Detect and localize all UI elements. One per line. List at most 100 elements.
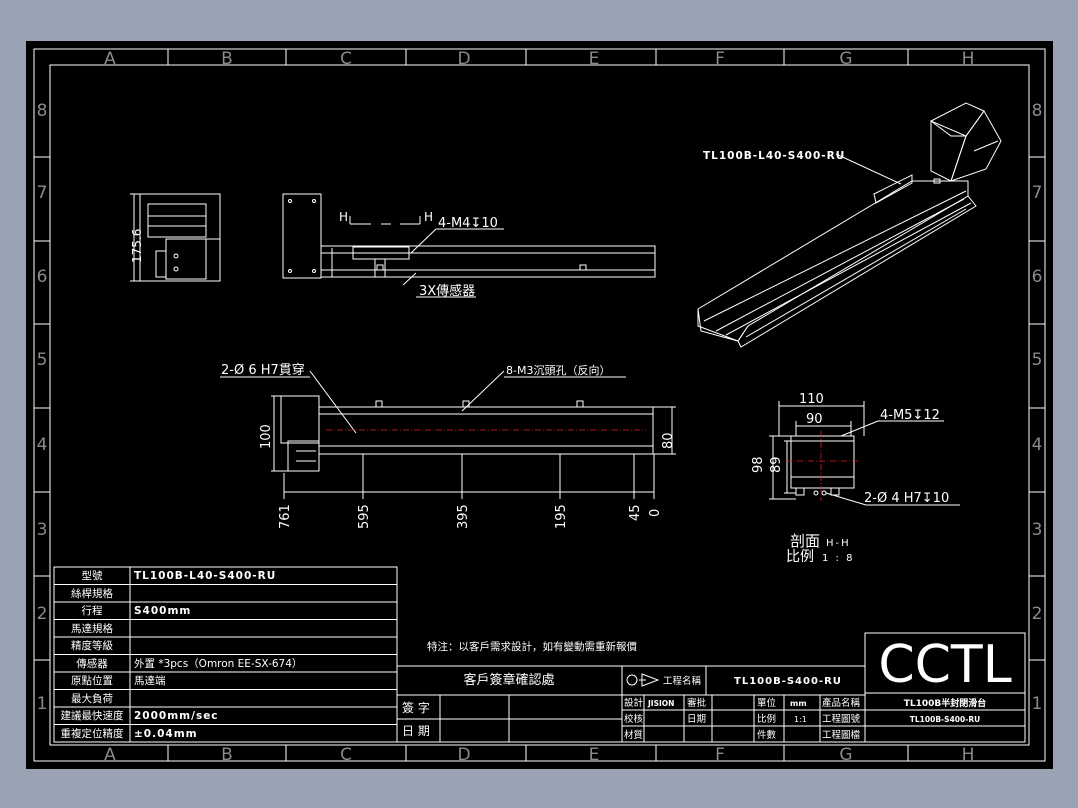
grid-col-bottom-f: F xyxy=(715,745,725,765)
approval-date-label: 日 期 xyxy=(402,724,430,738)
tb-scale-label: 比例 xyxy=(757,713,776,725)
outer-border xyxy=(33,48,1046,762)
section-scale-label: 比例 xyxy=(786,549,814,565)
section-mark xyxy=(349,216,421,225)
spec-label-origin: 原點位置 xyxy=(71,674,113,687)
grid-row-right-4: 4 xyxy=(1032,435,1043,455)
approval-sign-label: 簽 字 xyxy=(402,700,430,715)
tb-design-label: 設計 xyxy=(624,697,644,709)
grid-col-bottom-c: C xyxy=(340,745,352,765)
section-view[interactable] xyxy=(769,401,960,506)
cctl-logo: CCTL xyxy=(878,635,1011,695)
side-dim-height: 175.6 xyxy=(130,229,144,263)
spec-table[interactable] xyxy=(53,566,398,743)
grid-row-left-7: 7 xyxy=(37,183,48,203)
spec-rows: 型號 TL100B-L40-S400-RU 絲桿規格 行程 S400mm 馬達規… xyxy=(61,569,303,740)
grid-labels: A B C D E F G H A B C D E F G H 8 7 6 5 … xyxy=(37,49,1043,765)
front-dim-height-left: 100 xyxy=(259,424,274,449)
spec-value-stroke: S400mm xyxy=(134,605,191,617)
pos-761: 761 xyxy=(278,504,293,529)
title-block[interactable] xyxy=(621,632,1026,743)
grid-col-bottom-b: B xyxy=(221,745,233,765)
spec-value-speed: 2000mm/sec xyxy=(134,710,219,722)
title-block-text: 工程名稱 TL100B-S400-RU 設計 JISION 審批 單位 mm 產… xyxy=(624,675,986,741)
tb-design-value: JISION xyxy=(647,699,674,708)
section-bottom-callout: 2-Ø 4 H7↧10 xyxy=(864,491,949,506)
top-view[interactable] xyxy=(282,193,656,286)
tb-check-label: 校核 xyxy=(624,713,644,725)
grid-col-top-b: B xyxy=(221,49,233,69)
side-view[interactable] xyxy=(130,193,221,282)
spec-label-model: 型號 xyxy=(82,569,103,582)
grid-col-top-e: E xyxy=(589,49,600,69)
grid-row-left-6: 6 xyxy=(37,267,48,287)
section-mark-left: H xyxy=(339,210,348,224)
approval-title: 客戶簽章確認處 xyxy=(463,672,554,688)
spec-label-sensor: 傳感器 xyxy=(76,657,108,670)
section-dim-height-outer: 98 xyxy=(751,456,766,473)
tb-material-label: 材質 xyxy=(624,729,643,741)
grid-col-bottom-e: E xyxy=(589,745,600,765)
tb-scale-value: 1:1 xyxy=(794,715,807,724)
tb-drawing-no-label: 工程圖號 xyxy=(822,713,861,725)
grid-col-top-f: F xyxy=(715,49,725,69)
grid-row-right-6: 6 xyxy=(1032,267,1043,287)
screw-callout: 8-M3沉頭孔（反向） xyxy=(506,363,610,377)
tb-project-name-value: TL100B-S400-RU xyxy=(734,676,842,687)
inner-border xyxy=(49,64,1030,746)
grid-col-top-a: A xyxy=(104,49,116,69)
pos-45: 45 xyxy=(628,504,643,521)
cad-drawing: A B C D E F G H A B C D E F G H 8 7 6 5 … xyxy=(33,48,1046,765)
iso-view[interactable] xyxy=(697,102,1002,348)
tb-date-label: 日期 xyxy=(687,714,706,725)
drawing-note: 特注：以客戶需求設計，如有變動需重新報價 xyxy=(427,640,637,653)
grid-col-bottom-d: D xyxy=(457,745,470,765)
section-title: 剖面 xyxy=(790,532,820,550)
pin-callout: 2-Ø 6 H7貫穿 xyxy=(221,362,305,378)
section-mark-right: H xyxy=(424,210,433,224)
spec-label-repeat: 重複定位精度 xyxy=(61,727,124,740)
section-title-mark: H-H xyxy=(826,538,851,549)
grid-col-top-c: C xyxy=(340,49,352,69)
section-top-callout: 4-M5↧12 xyxy=(880,408,940,423)
spec-label-motor: 馬達規格 xyxy=(71,622,113,635)
hole-callout-4m4: 4-M4↧10 xyxy=(438,216,498,231)
tb-drawing-no-value: TL100B-S400-RU xyxy=(910,715,980,724)
section-dim-height-inner: 89 xyxy=(769,456,784,473)
grid-row-left-3: 3 xyxy=(37,520,48,540)
tb-drawing-file-label: 工程圖檔 xyxy=(822,729,860,741)
grid-row-left-2: 2 xyxy=(37,604,48,624)
spec-value-repeat: ±0.04mm xyxy=(134,728,198,740)
spec-label-screw: 絲桿規格 xyxy=(71,587,113,600)
front-view[interactable] xyxy=(220,370,676,499)
spec-label-stroke: 行程 xyxy=(82,604,103,617)
spec-value-origin: 馬達端 xyxy=(134,674,166,687)
pos-395: 395 xyxy=(456,504,471,529)
tb-product-name-value: TL100B半封閉滑台 xyxy=(904,697,987,709)
section-dim-width-outer: 110 xyxy=(799,392,824,407)
grid-row-left-5: 5 xyxy=(37,350,48,370)
spec-value-model: TL100B-L40-S400-RU xyxy=(134,570,276,582)
tb-unit-value: mm xyxy=(790,699,807,708)
grid-col-top-g: G xyxy=(839,49,852,69)
tb-unit-label: 單位 xyxy=(757,697,777,709)
tb-product-name-label: 產品名稱 xyxy=(822,697,861,709)
tb-pieces-label: 件數 xyxy=(757,729,777,741)
spec-label-speed: 建議最快速度 xyxy=(61,709,124,722)
grid-row-left-8: 8 xyxy=(37,101,48,121)
grid-row-right-3: 3 xyxy=(1032,520,1043,540)
spec-label-load: 最大負荷 xyxy=(71,692,113,705)
section-dim-width-inner: 90 xyxy=(806,412,823,427)
grid-col-bottom-g: G xyxy=(839,745,852,765)
sensor-callout: 3X傳感器 xyxy=(419,283,475,299)
grid-row-right-7: 7 xyxy=(1032,183,1043,203)
pos-595: 595 xyxy=(357,504,372,529)
grid-col-top-h: H xyxy=(962,49,975,69)
pos-195: 195 xyxy=(554,504,569,529)
grid-row-right-1: 1 xyxy=(1032,694,1043,714)
grid-col-top-d: D xyxy=(457,49,470,69)
spec-label-precision: 精度等級 xyxy=(71,639,113,652)
grid-col-bottom-h: H xyxy=(962,745,975,765)
drawing-viewport[interactable]: A B C D E F G H A B C D E F G H 8 7 6 5 … xyxy=(26,41,1053,769)
grid-row-right-8: 8 xyxy=(1032,101,1043,121)
